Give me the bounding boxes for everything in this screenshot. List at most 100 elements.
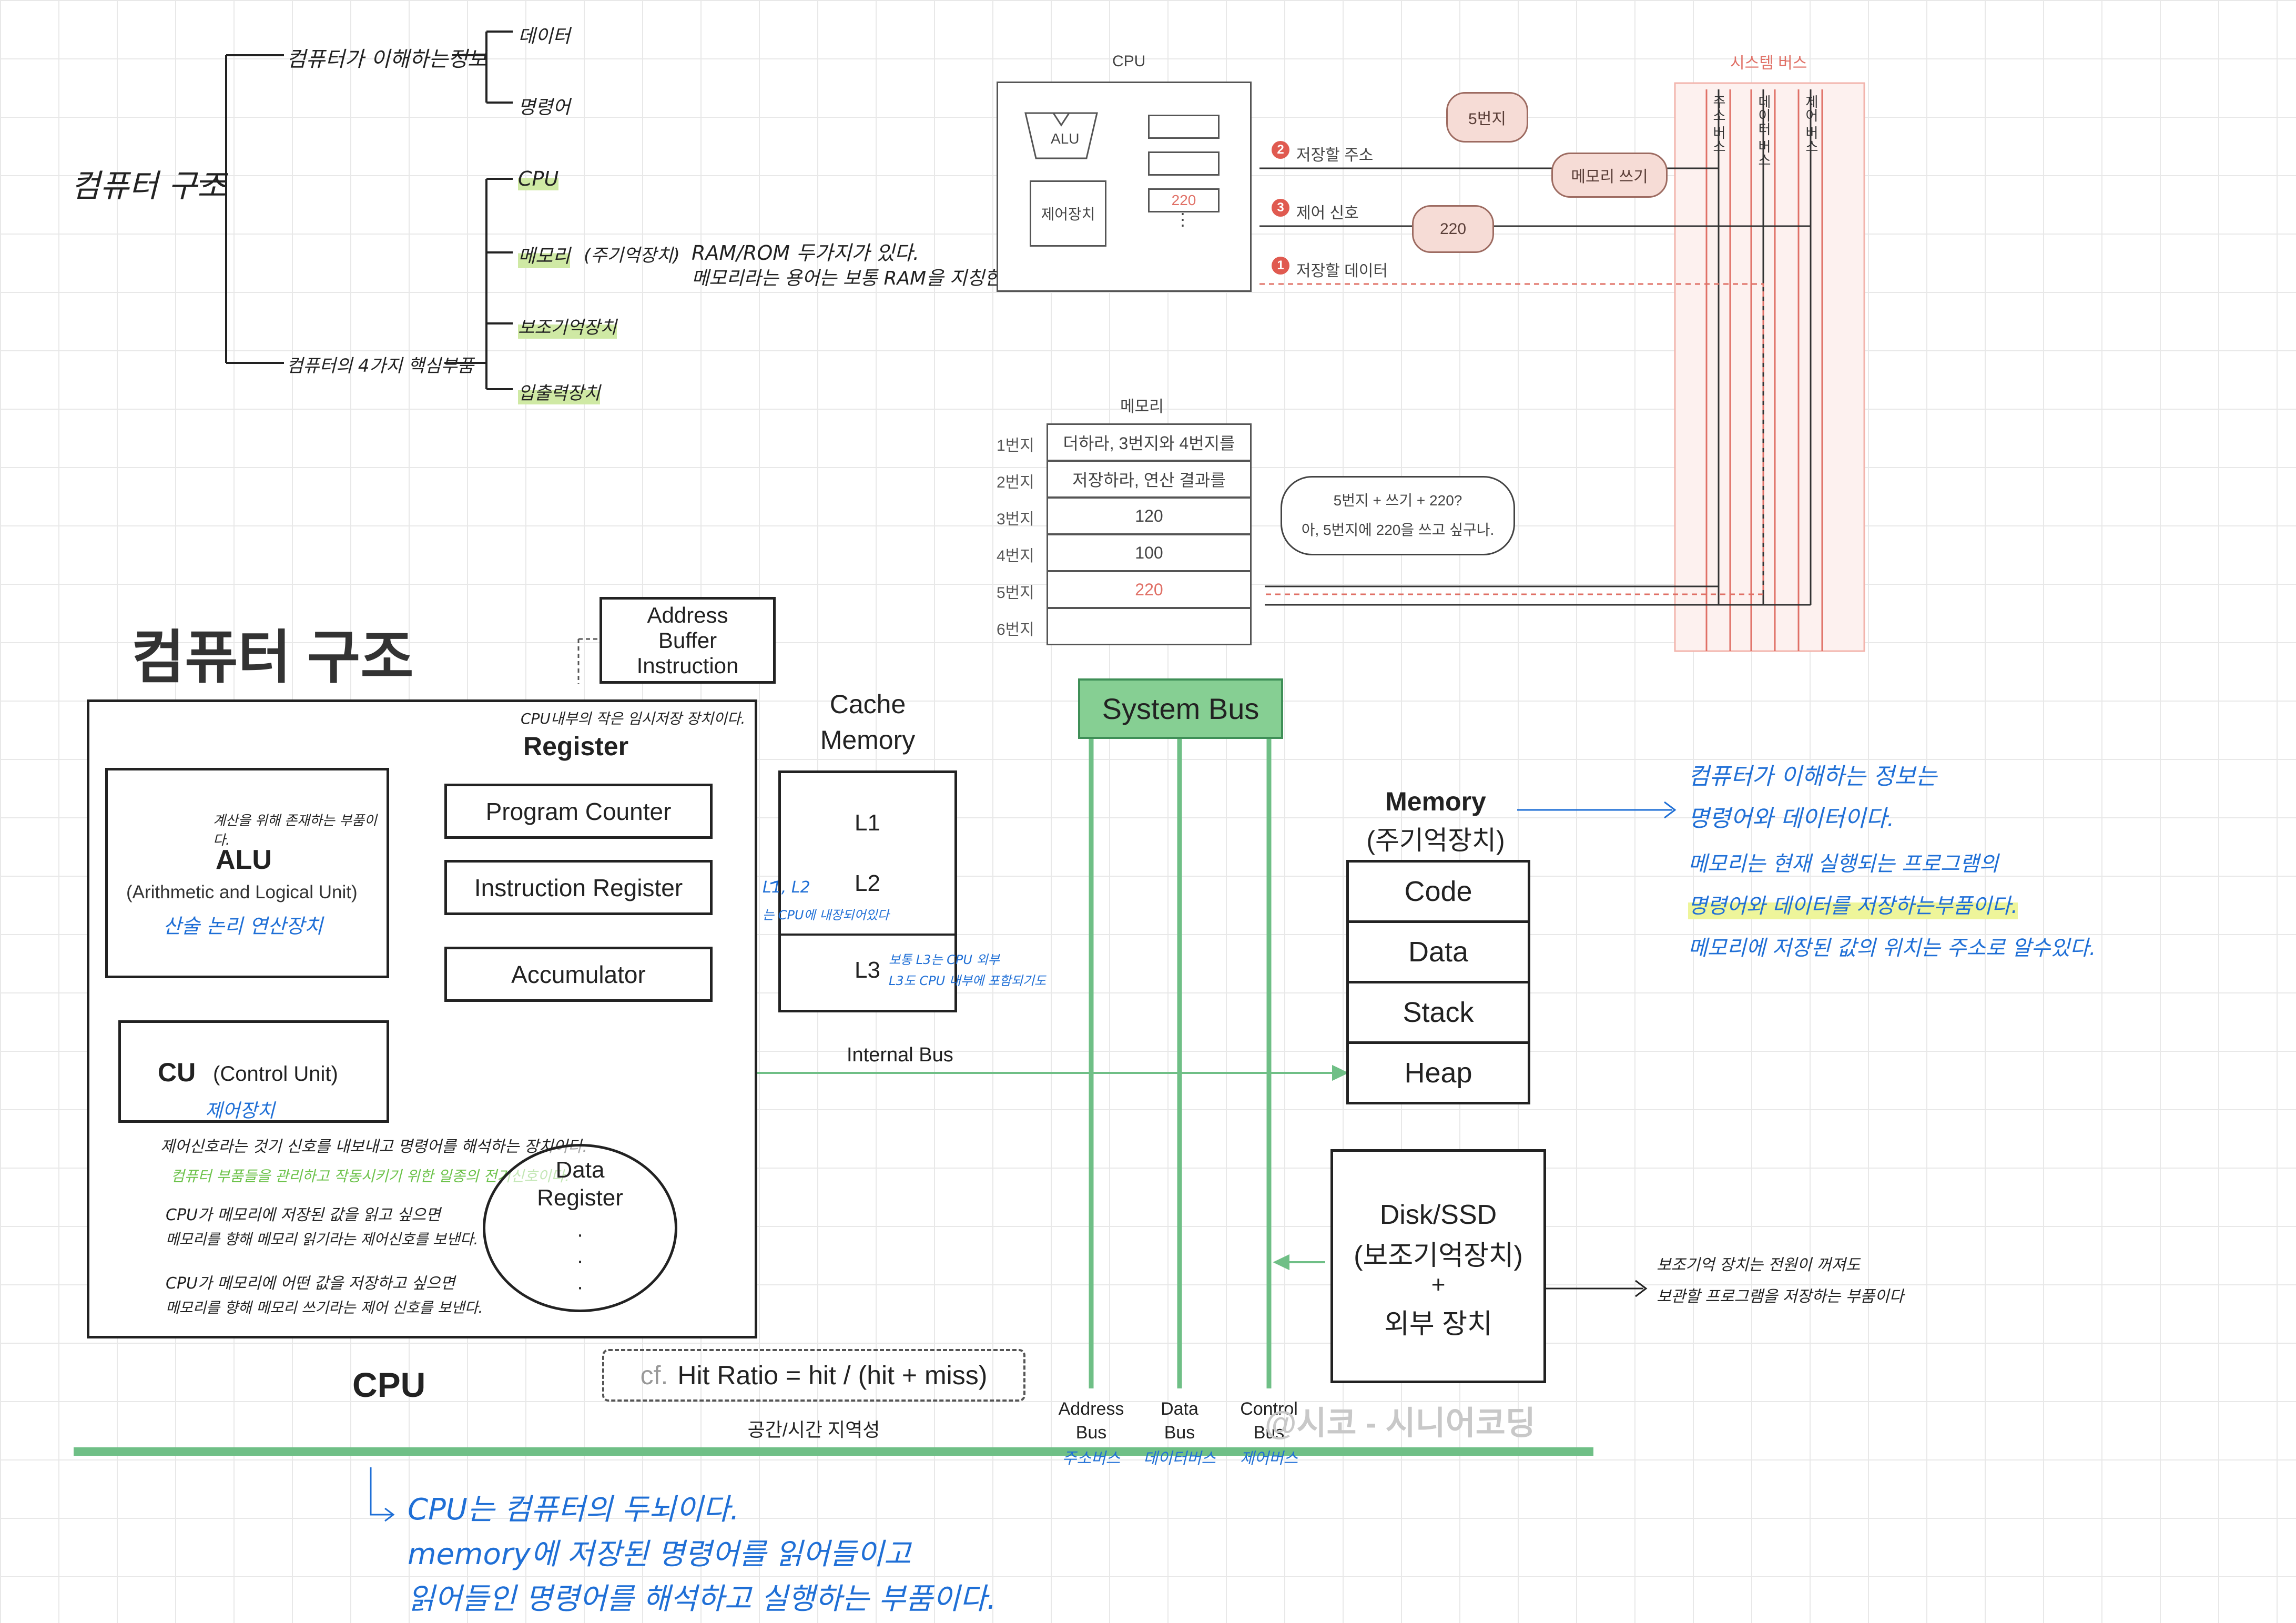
program-counter: Program Counter bbox=[444, 784, 713, 839]
address-bus-ko: 주소버스 bbox=[1062, 1449, 1121, 1468]
memory-note-2: 명령어와 데이터이다. bbox=[1688, 805, 1895, 832]
cache-title-1: Cache bbox=[829, 689, 906, 719]
mindmap-memory: 메모리 bbox=[518, 241, 571, 268]
disk-box: Disk/SSD (보조기억장치) + 외부 장치 bbox=[1330, 1149, 1546, 1383]
address-buffer-line-1: Address bbox=[647, 602, 728, 627]
instruction-register: Instruction Register bbox=[444, 860, 713, 915]
bus-line-data: 저장할 데이터 bbox=[1296, 262, 1388, 280]
alu-korean: 산술 논리 연산장치 bbox=[163, 915, 323, 938]
cache-box: L1 L2 L3 bbox=[778, 770, 957, 1012]
memory-cell-6 bbox=[1047, 607, 1252, 645]
disk-plus: + bbox=[1431, 1271, 1446, 1298]
memory-addr-6: 6번지 bbox=[997, 621, 1034, 638]
disk-note-1: 보조기억 장치는 전원이 꺼져도 bbox=[1657, 1256, 1861, 1274]
memory-note-5: 메모리에 저장된 값의 위치는 주소로 알수있다. bbox=[1688, 936, 2096, 960]
memory-addr-4: 4번지 bbox=[997, 547, 1034, 565]
memory-addr-5: 5번지 bbox=[997, 584, 1034, 602]
memory-code: Code bbox=[1346, 860, 1530, 923]
mindmap-memory-note-1: (주기억장치) bbox=[584, 245, 680, 266]
cache-note-4: L3도 CPU 내부에 포함되기도 bbox=[889, 973, 1047, 988]
disk-line-3: 외부 장치 bbox=[1384, 1309, 1492, 1340]
address-buffer-line-2: Buffer bbox=[658, 627, 717, 653]
cu-subtitle: (Control Unit) bbox=[213, 1062, 338, 1086]
cu-note-6: 메모리를 향해 메모리 쓰기라는 제어 신호를 보낸다. bbox=[166, 1299, 483, 1316]
cpu-note-1: CPU는 컴퓨터의 두뇌이다. bbox=[408, 1493, 739, 1527]
data-bus-en-1: Data bbox=[1161, 1399, 1198, 1419]
accumulator: Accumulator bbox=[444, 947, 713, 1002]
alu-title: ALU bbox=[216, 845, 272, 875]
memory-subtitle: (주기억장치) bbox=[1366, 826, 1505, 855]
locality-label: 공간/시간 지역성 bbox=[747, 1419, 880, 1441]
cache-note-2: 는 CPU에 내장되어있다 bbox=[763, 908, 889, 922]
bus-line-control: 제어 신호 bbox=[1296, 205, 1359, 222]
register-note: CPU내부의 작은 임시저장 장치이다. bbox=[521, 710, 746, 727]
mindmap-memory-note-3: 메모리라는 용어는 보통 RAM을 지칭한다. bbox=[692, 268, 1025, 289]
data-register-line-2: Register bbox=[537, 1185, 623, 1211]
data-bus-ko: 데이터버스 bbox=[1143, 1449, 1216, 1468]
speech-line-1: 5번지 + 쓰기 + 220? bbox=[1333, 492, 1462, 509]
control-bus-label: 제어 버스 bbox=[1803, 95, 1819, 154]
alu-subtitle: (Arithmetic and Logical Unit) bbox=[126, 882, 358, 902]
bus-line-address: 저장할 주소 bbox=[1296, 147, 1374, 164]
memory-title: Memory bbox=[1385, 787, 1486, 816]
step-2-badge: 2 bbox=[1272, 141, 1289, 159]
system-bus-header: System Bus bbox=[1078, 678, 1283, 739]
address-buffer-box: Address Buffer Instruction bbox=[600, 597, 776, 684]
bus-figure-register-1 bbox=[1148, 115, 1220, 139]
cu-korean: 제어장치 bbox=[205, 1100, 275, 1122]
memory-note-3: 메모리는 현재 실행되는 프로그램의 bbox=[1688, 852, 1999, 876]
address-buffer-line-3: Instruction bbox=[636, 653, 739, 678]
data-register-dot-1: · bbox=[576, 1223, 584, 1246]
data-register-circle: Data Register · · · bbox=[483, 1144, 677, 1312]
mindmap-memory-note-2: RAM/ROM 두가지가 있다. bbox=[692, 241, 920, 265]
memory-data: Data bbox=[1346, 920, 1530, 983]
data-register-dot-3: · bbox=[576, 1275, 584, 1299]
hit-ratio-cf: cf. bbox=[640, 1361, 668, 1390]
cache-l1: L1 bbox=[855, 810, 880, 836]
memory-heap: Heap bbox=[1346, 1041, 1530, 1104]
mindmap-instruction: 명령어 bbox=[518, 97, 571, 118]
control-bus-en-2: Bus bbox=[1253, 1423, 1285, 1443]
hit-ratio-formula: Hit Ratio = hit / (hit + miss) bbox=[677, 1361, 988, 1390]
system-bus-title: 시스템 버스 bbox=[1730, 55, 1807, 72]
memory-note-1: 컴퓨터가 이해하는 정보는 bbox=[1688, 763, 1937, 790]
mindmap-data: 데이터 bbox=[518, 26, 571, 47]
cu-note-4: 메모리를 향해 메모리 읽기라는 제어신호를 보낸다. bbox=[166, 1231, 479, 1248]
register-title: Register bbox=[523, 732, 629, 761]
step-3-badge: 3 bbox=[1272, 199, 1289, 217]
cpu-label: CPU bbox=[352, 1365, 426, 1404]
bubble-write: 메모리 쓰기 bbox=[1551, 153, 1668, 198]
mindmap-io: 입출력장치 bbox=[518, 379, 601, 404]
cache-title-2: Memory bbox=[820, 725, 916, 755]
data-bus-en-2: Bus bbox=[1164, 1423, 1195, 1443]
mindmap-storage: 보조기억장치 bbox=[518, 313, 617, 339]
mindmap-branch-parts: 컴퓨터의 4가지 핵심부품 bbox=[287, 356, 474, 377]
data-register-line-1: Data bbox=[555, 1157, 605, 1183]
memory-addr-2: 2번지 bbox=[997, 474, 1034, 491]
cu-note-5: CPU가 메모리에 어떤 값을 저장하고 싶으면 bbox=[166, 1274, 455, 1293]
data-register-dot-2: · bbox=[576, 1249, 584, 1272]
memory-cell-4: 100 bbox=[1047, 534, 1252, 572]
memory-cell-3: 120 bbox=[1047, 497, 1252, 535]
disk-line-1: Disk/SSD bbox=[1379, 1200, 1497, 1230]
cu-title: CU bbox=[158, 1058, 196, 1087]
bus-figure-cpu-box: ALU 제어장치 220 ⋮ bbox=[997, 82, 1252, 292]
mindmap-cpu: CPU bbox=[518, 167, 559, 190]
memory-cell-2: 저장하라, 연산 결과를 bbox=[1047, 460, 1252, 498]
cu-note-3: CPU가 메모리에 저장된 값을 읽고 싶으면 bbox=[166, 1206, 441, 1224]
bus-figure-register-2 bbox=[1148, 151, 1220, 176]
cu-box: CU (Control Unit) 제어장치 bbox=[118, 1020, 389, 1123]
cache-note-1: L1, L2 bbox=[763, 878, 810, 897]
step-1-badge: 1 bbox=[1272, 257, 1289, 275]
address-bus-label: 주소 버스 bbox=[1711, 95, 1726, 154]
address-bus-en-2: Bus bbox=[1075, 1423, 1107, 1443]
cache-divider bbox=[781, 934, 954, 936]
control-bus-en-1: Control bbox=[1240, 1399, 1298, 1419]
watermark: @시코 - 시니어코딩 bbox=[1265, 1405, 1536, 1442]
page-title: 컴퓨터 구조 bbox=[131, 625, 414, 690]
bubble-data: 220 bbox=[1412, 205, 1494, 253]
bus-figure-alu: ALU bbox=[1051, 130, 1080, 147]
disk-note-2: 보관할 프로그램을 저장하는 부품이다 bbox=[1657, 1287, 1904, 1306]
control-bus-ko: 제어버스 bbox=[1240, 1449, 1298, 1468]
memory-cell-5: 220 bbox=[1047, 571, 1252, 608]
